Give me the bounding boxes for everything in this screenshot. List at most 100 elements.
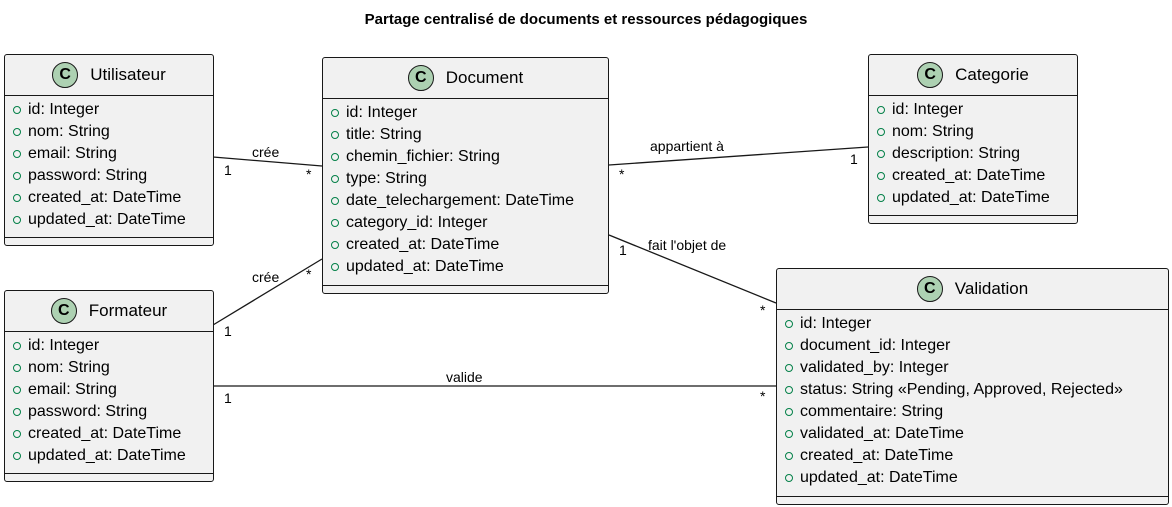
operations-compartment xyxy=(777,496,1168,497)
public-visibility-icon xyxy=(785,320,793,328)
class-c-icon: C xyxy=(917,62,944,88)
public-visibility-icon xyxy=(877,150,885,158)
attribute-row: email: String xyxy=(13,143,213,165)
public-visibility-icon xyxy=(13,128,21,136)
multiplicity-utilisateur-side: 1 xyxy=(224,162,232,178)
class-c-icon: C xyxy=(407,65,434,91)
attribute-row: id: Integer xyxy=(331,102,608,124)
attribute-row: id: Integer xyxy=(877,99,1077,121)
relation-label-formateur-document: crée xyxy=(252,269,280,285)
class-categorie: C Categorie id: Integer nom: String desc… xyxy=(868,54,1078,224)
public-visibility-icon xyxy=(331,131,339,139)
class-name: Utilisateur xyxy=(90,65,166,84)
class-validation: C Validation id: Integer document_id: In… xyxy=(776,268,1169,505)
public-visibility-icon xyxy=(331,241,339,249)
class-header: C Formateur xyxy=(5,291,213,332)
attribute-row: chemin_fichier: String xyxy=(331,146,608,168)
class-name: Validation xyxy=(954,279,1029,298)
public-visibility-icon xyxy=(331,263,339,271)
multiplicity-document-side: 1 xyxy=(619,242,627,258)
attribute-row: updated_at: DateTime xyxy=(877,187,1077,209)
attribute-row: created_at: DateTime xyxy=(877,165,1077,187)
attribute-row: date_telechargement: DateTime xyxy=(331,190,608,212)
class-header: C Utilisateur xyxy=(5,55,213,96)
public-visibility-icon xyxy=(13,386,21,394)
public-visibility-icon xyxy=(877,128,885,136)
link-formateur-document xyxy=(212,258,323,326)
public-visibility-icon xyxy=(13,194,21,202)
public-visibility-icon xyxy=(13,172,21,180)
attribute-list: id: Integer nom: String email: String pa… xyxy=(5,96,213,233)
public-visibility-icon xyxy=(785,474,793,482)
attribute-row: status: String «Pending, Approved, Rejec… xyxy=(785,379,1168,401)
class-c-icon: C xyxy=(52,62,79,88)
multiplicity-formateur-side: 1 xyxy=(224,323,232,339)
attribute-row: validated_by: Integer xyxy=(785,357,1168,379)
attribute-row: category_id: Integer xyxy=(331,212,608,234)
attribute-row: document_id: Integer xyxy=(785,335,1168,357)
public-visibility-icon xyxy=(13,150,21,158)
public-visibility-icon xyxy=(13,216,21,224)
multiplicity-formateur-side: 1 xyxy=(224,390,232,406)
public-visibility-icon xyxy=(785,430,793,438)
operations-compartment xyxy=(323,285,608,286)
attribute-list: id: Integer document_id: Integer validat… xyxy=(777,310,1168,491)
public-visibility-icon xyxy=(13,452,21,460)
attribute-row: password: String xyxy=(13,165,213,187)
class-name: Formateur xyxy=(88,301,168,320)
class-document: C Document id: Integer title: String che… xyxy=(322,57,609,294)
relation-label-utilisateur-document: crée xyxy=(252,144,280,160)
attribute-row: id: Integer xyxy=(13,99,213,121)
relation-label-document-categorie: appartient à xyxy=(650,138,724,154)
attribute-row: created_at: DateTime xyxy=(13,423,213,445)
public-visibility-icon xyxy=(331,197,339,205)
attribute-row: nom: String xyxy=(13,357,213,379)
attribute-row: updated_at: DateTime xyxy=(13,209,213,231)
class-formateur: C Formateur id: Integer nom: String emai… xyxy=(4,290,214,482)
public-visibility-icon xyxy=(785,408,793,416)
public-visibility-icon xyxy=(785,452,793,460)
operations-compartment xyxy=(5,237,213,238)
public-visibility-icon xyxy=(13,430,21,438)
attribute-row: updated_at: DateTime xyxy=(331,256,608,278)
attribute-row: email: String xyxy=(13,379,213,401)
attribute-row: updated_at: DateTime xyxy=(785,467,1168,489)
public-visibility-icon xyxy=(877,194,885,202)
public-visibility-icon xyxy=(331,109,339,117)
attribute-row: created_at: DateTime xyxy=(785,445,1168,467)
operations-compartment xyxy=(869,215,1077,216)
diagram-title: Partage centralisé de documents et resso… xyxy=(364,11,808,28)
multiplicity-document-side: * xyxy=(619,166,625,182)
multiplicity-validation-side: * xyxy=(760,388,766,404)
class-name: Categorie xyxy=(955,65,1029,84)
operations-compartment xyxy=(5,473,213,474)
public-visibility-icon xyxy=(877,172,885,180)
public-visibility-icon xyxy=(13,364,21,372)
class-header: C Validation xyxy=(777,269,1168,310)
attribute-list: id: Integer nom: String email: String pa… xyxy=(5,332,213,469)
attribute-row: nom: String xyxy=(877,121,1077,143)
public-visibility-icon xyxy=(785,386,793,394)
link-document-categorie xyxy=(608,146,869,166)
attribute-row: type: String xyxy=(331,168,608,190)
class-c-icon: C xyxy=(916,276,943,302)
attribute-list: id: Integer title: String chemin_fichier… xyxy=(323,99,608,280)
multiplicity-document-side: * xyxy=(306,166,312,182)
class-header: C Categorie xyxy=(869,55,1077,96)
attribute-row: created_at: DateTime xyxy=(331,234,608,256)
relation-label-document-validation: fait l'objet de xyxy=(648,237,727,253)
attribute-row: updated_at: DateTime xyxy=(13,445,213,467)
attribute-row: title: String xyxy=(331,124,608,146)
public-visibility-icon xyxy=(877,106,885,114)
public-visibility-icon xyxy=(785,364,793,372)
public-visibility-icon xyxy=(331,219,339,227)
class-c-icon: C xyxy=(50,298,77,324)
attribute-row: id: Integer xyxy=(785,313,1168,335)
link-utilisateur-document xyxy=(212,156,323,167)
attribute-row: password: String xyxy=(13,401,213,423)
attribute-row: commentaire: String xyxy=(785,401,1168,423)
attribute-row: validated_at: DateTime xyxy=(785,423,1168,445)
public-visibility-icon xyxy=(331,175,339,183)
multiplicity-categorie-side: 1 xyxy=(850,151,858,167)
